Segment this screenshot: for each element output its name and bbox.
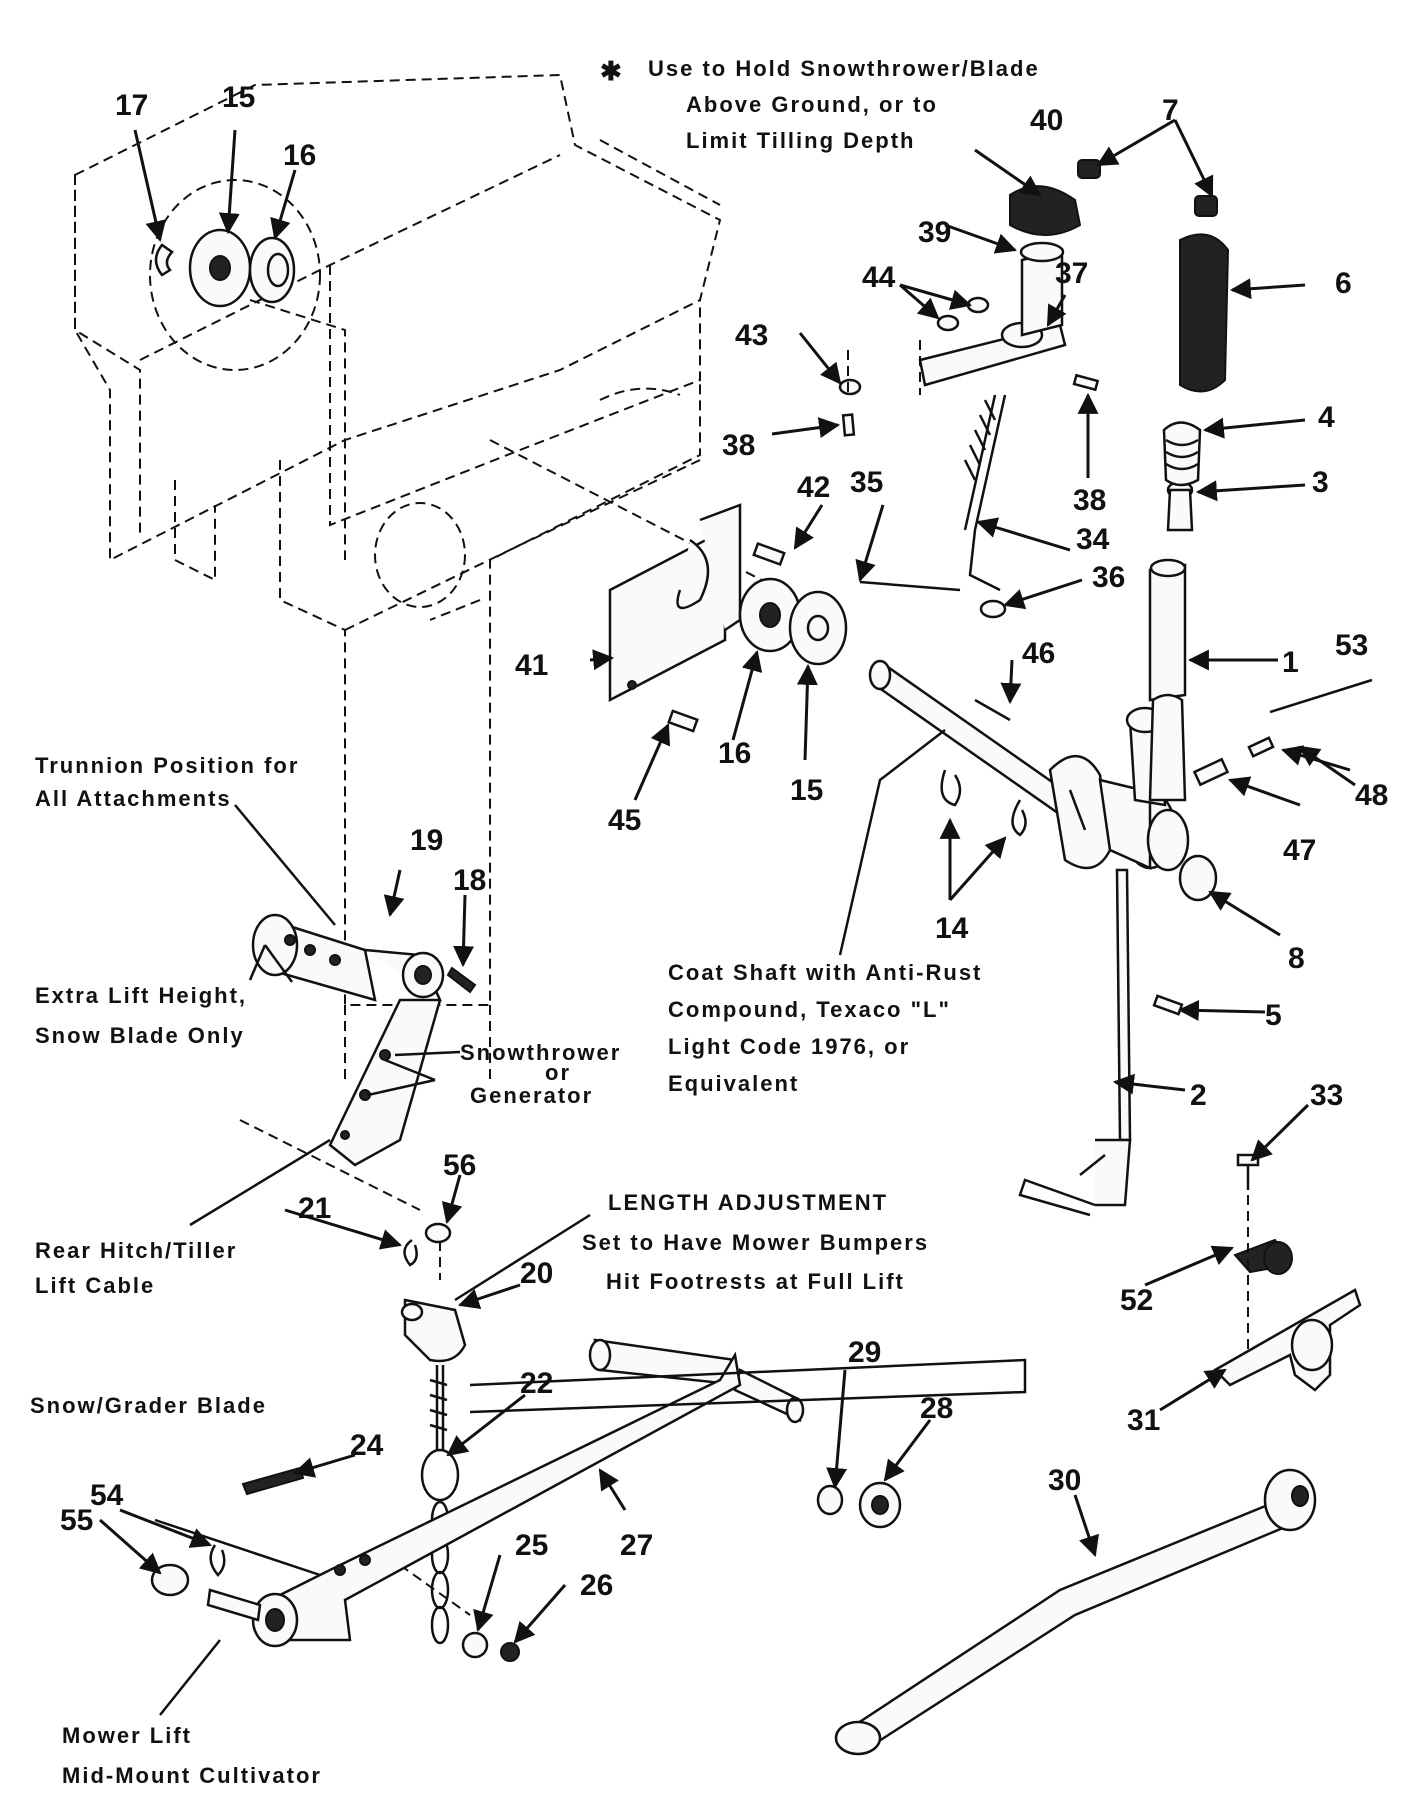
part-number: 16	[283, 139, 316, 172]
part-number: 17	[115, 89, 148, 122]
part-number: 40	[1030, 104, 1063, 137]
tractor-frame	[74, 73, 722, 1006]
part-number: 48	[1355, 779, 1388, 812]
part-number: 20	[520, 1257, 553, 1290]
height-stop	[918, 159, 1101, 592]
trunnion-arm	[251, 913, 477, 1167]
part-number: 35	[850, 466, 883, 499]
callout-notes: Trunnion Position for All Attachments Ex…	[30, 753, 982, 1788]
leader-arrows	[99, 118, 1356, 1716]
part-number: 3	[1312, 466, 1329, 499]
extra-lift-note-1: Extra Lift Height,	[35, 983, 247, 1008]
part-number: 7	[1162, 94, 1179, 127]
star-note-line-1: Use to Hold Snowthrower/Blade	[648, 56, 1040, 81]
part-number: 30	[1048, 1464, 1081, 1497]
part-number: 44	[862, 261, 896, 294]
snowthrower-note-3: Generator	[470, 1083, 593, 1108]
part-number: 14	[935, 912, 969, 945]
part-number: 36	[1092, 561, 1125, 594]
rear-hitch-note-2: Lift Cable	[35, 1273, 155, 1298]
part-number: 42	[797, 471, 830, 504]
part-number: 43	[735, 319, 768, 352]
part-number: 1	[1282, 646, 1299, 679]
star-note-line-2: Above Ground, or to	[686, 92, 938, 117]
part-number: 52	[1120, 1284, 1153, 1317]
part-number: 47	[1283, 834, 1316, 867]
part-number: 25	[515, 1529, 548, 1562]
part-number: 2	[1190, 1079, 1207, 1112]
part-number: 31	[1127, 1404, 1160, 1437]
part-number: 21	[298, 1192, 331, 1225]
part-number: 29	[848, 1336, 881, 1369]
trunnion-note-2: All Attachments	[35, 786, 232, 811]
length-adjust-title: LENGTH ADJUSTMENT	[608, 1190, 888, 1215]
pedal-rod	[834, 1468, 1317, 1756]
part-number: 8	[1288, 942, 1305, 975]
part-number: 33	[1310, 1079, 1343, 1112]
lift-shaft	[868, 659, 1190, 872]
part-number: 16	[718, 737, 751, 770]
rear-hitch-note-1: Rear Hitch/Tiller	[35, 1238, 237, 1263]
part-number: 34	[1076, 523, 1110, 556]
snowthrower-note-1: Snowthrower	[460, 1040, 621, 1065]
star-note: ✱ Use to Hold Snowthrower/Blade Above Gr…	[600, 56, 1040, 153]
part-number: 46	[1022, 637, 1055, 670]
part-number: 15	[790, 774, 823, 807]
lift-lever	[1018, 195, 1230, 1217]
mower-lift-note-1: Mower Lift	[62, 1723, 192, 1748]
lift-arm	[150, 1338, 1027, 1662]
part-number: 39	[918, 216, 951, 249]
part-number: 27	[620, 1529, 653, 1562]
extra-lift-note-2: Snow Blade Only	[35, 1023, 245, 1048]
part-number: 41	[515, 649, 548, 682]
part-number: 38	[722, 429, 755, 462]
length-adjuster	[400, 1222, 467, 1645]
part-number: 18	[453, 864, 486, 897]
bracket-41	[608, 503, 742, 703]
mower-lift-note-2: Mid-Mount Cultivator	[62, 1763, 322, 1788]
part-number: 56	[443, 1149, 476, 1182]
part-number: 19	[410, 824, 443, 857]
part-number: 6	[1335, 267, 1352, 300]
trunnion-note-1: Trunnion Position for	[35, 753, 299, 778]
part-number: 22	[520, 1367, 553, 1400]
coat-shaft-line-3: Light Code 1976, or	[668, 1034, 910, 1059]
part-number: 26	[580, 1569, 613, 1602]
part-number: 15	[222, 81, 255, 114]
frame-washers	[154, 228, 296, 308]
snowthrower-note-2: or	[545, 1060, 571, 1085]
part-number: 55	[60, 1504, 93, 1537]
star-symbol: ✱	[600, 56, 624, 86]
length-adjust-line-3: Hit Footrests at Full Lift	[606, 1269, 905, 1294]
length-adjust-line-2: Set to Have Mower Bumpers	[582, 1230, 929, 1255]
part-number: 5	[1265, 999, 1282, 1032]
part-number: 38	[1073, 484, 1106, 517]
part-numbers: 17 15 16 40 7 39 44 37 6 43 38 38 4 3 42…	[60, 81, 1388, 1602]
star-note-line-3: Limit Tilling Depth	[686, 128, 915, 153]
part-number: 4	[1318, 401, 1335, 434]
part-number: 54	[90, 1479, 124, 1512]
coat-shaft-line-1: Coat Shaft with Anti-Rust	[668, 960, 982, 985]
coat-shaft-line-2: Compound, Texaco "L"	[668, 997, 951, 1022]
part-number: 45	[608, 804, 641, 837]
part-number: 28	[920, 1392, 953, 1425]
washers-16-15	[738, 577, 848, 666]
part-number: 37	[1055, 257, 1088, 290]
snow-grader-note: Snow/Grader Blade	[30, 1393, 267, 1418]
part-number: 24	[350, 1429, 384, 1462]
clamp-31	[1212, 1153, 1362, 1392]
coat-shaft-line-4: Equivalent	[668, 1071, 799, 1096]
part-number: 53	[1335, 629, 1368, 662]
